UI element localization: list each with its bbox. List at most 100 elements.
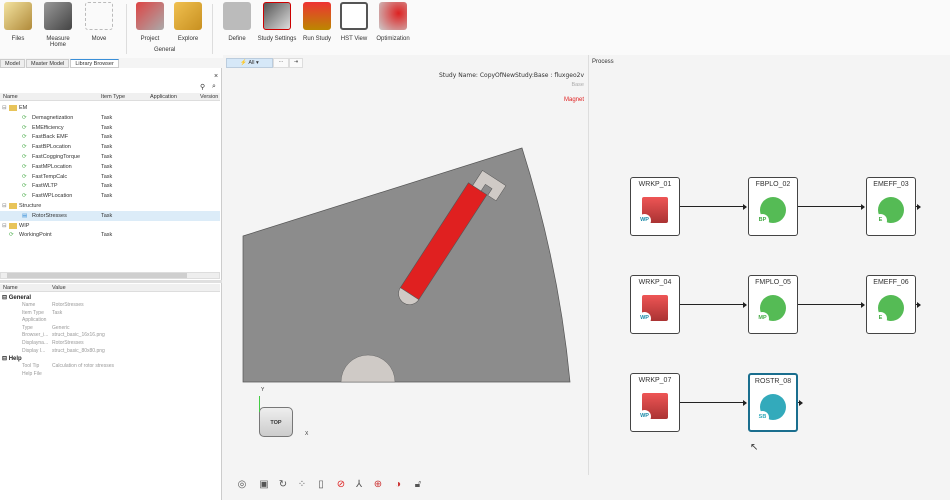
optimization-label: Optimization <box>376 36 410 42</box>
move-button[interactable]: Move <box>77 2 121 42</box>
node-badge: E <box>874 214 887 227</box>
more-button[interactable]: ··· <box>273 58 289 68</box>
run-study-label: Run Study <box>302 36 332 42</box>
legend-base: Base <box>571 82 584 88</box>
col-item-type[interactable]: Item Type <box>101 94 126 100</box>
define-label: Define <box>228 36 246 42</box>
tab-library-browser[interactable]: Library Browser <box>70 59 119 68</box>
filter-dropdown[interactable]: ⚡ All ▾ <box>226 58 273 68</box>
define-button[interactable]: Define <box>215 2 259 42</box>
rotate-icon[interactable]: ↻ <box>278 479 288 490</box>
hst-view-button[interactable]: HST View <box>332 2 376 42</box>
study-settings-button[interactable]: Study Settings <box>255 2 299 42</box>
project-icon <box>136 2 164 30</box>
tree-item-name: FastMPLocation <box>32 163 72 170</box>
display-icon[interactable]: ▯ <box>318 479 324 490</box>
fit-button[interactable]: ⇥ <box>289 58 303 68</box>
move-label: Move <box>91 36 107 42</box>
view-options-icon[interactable]: ◎ <box>237 479 247 490</box>
tab-model[interactable]: Model <box>0 59 25 68</box>
section-icon[interactable]: ◑ <box>394 479 402 490</box>
prop-value: struct_basic_16x16.png <box>52 332 105 339</box>
search-icon[interactable]: ⌕ <box>212 83 216 90</box>
tree-item-name: WIP <box>19 222 30 229</box>
connector-arrow <box>798 203 865 210</box>
node-badge: WP <box>638 214 651 227</box>
connector-arrow <box>680 301 747 308</box>
splitter[interactable] <box>0 280 222 283</box>
camera-icon[interactable]: ▣ <box>259 479 269 490</box>
binoculars-icon[interactable]: ⚲ <box>200 84 206 91</box>
props-section-help[interactable]: ⊟ Help <box>2 356 22 363</box>
mp-task-icon: MP <box>756 295 786 325</box>
node-label: EMEFF_06 <box>873 279 909 286</box>
explore-button[interactable]: Explore <box>166 2 210 42</box>
tree-item[interactable]: ⊟Structure <box>0 201 220 211</box>
view-cube[interactable]: TOP <box>259 407 293 437</box>
graphics-viewport[interactable]: ⚡ All ▾ ··· ⇥ Study Name: CopyOfNewStudy… <box>223 55 588 500</box>
hide-icon[interactable]: ⊘ <box>336 479 346 490</box>
rotor-geometry[interactable] <box>223 55 588 500</box>
tree-item-type: Task <box>101 134 113 141</box>
col-name[interactable]: Name <box>3 94 18 100</box>
run-study-button[interactable]: Run Study <box>295 2 339 42</box>
col-application[interactable]: Application <box>150 94 177 100</box>
files-button[interactable]: Files <box>0 2 40 42</box>
view-cube-face[interactable]: TOP <box>270 420 282 426</box>
task-icon: ⟳ <box>22 134 27 141</box>
task-icon: ⟳ <box>22 124 27 131</box>
prop-value: Calculation of rotor stresses <box>52 363 114 370</box>
study-name: Study Name: CopyOfNewStudy:Base : fluxge… <box>438 72 584 79</box>
expand-icon[interactable]: ⊟ <box>2 203 7 209</box>
expand-icon[interactable]: ⊟ <box>2 222 7 229</box>
project-label: Project <box>140 36 160 42</box>
tree-item-name: FastCoggingTorque <box>32 154 81 160</box>
project-button[interactable]: Project <box>128 2 172 42</box>
section-label: General <box>8 295 32 301</box>
tree-item[interactable]: ⊟EM <box>0 103 220 113</box>
panel-tabs: Model Master Model Library Browser <box>0 59 120 68</box>
axis-icon[interactable]: ⅄ <box>355 479 363 490</box>
prop-name: Display I... <box>22 347 46 354</box>
e-task-icon: E <box>874 197 904 227</box>
expand-icon[interactable]: ⊟ <box>2 105 7 111</box>
node-badge: WP <box>638 312 651 325</box>
y-axis-line <box>259 396 260 412</box>
col-version[interactable]: Version <box>200 94 219 100</box>
tab-master-model[interactable]: Master Model <box>25 59 70 68</box>
connector-arrow <box>798 301 865 308</box>
define-icon <box>223 2 251 30</box>
close-icon[interactable]: × <box>214 73 219 80</box>
props-col-name: Name <box>3 285 18 291</box>
horizontal-scrollbar[interactable] <box>0 272 220 279</box>
optimization-button[interactable]: Optimization <box>368 2 418 42</box>
tree-item[interactable]: ⊟ WIP <box>0 221 220 231</box>
props-section-general[interactable]: ⊟ General <box>2 295 32 301</box>
zoom-icon[interactable]: ⊕ <box>373 479 383 490</box>
lock-icon[interactable]: 🔓︎ <box>414 479 422 490</box>
select-icon[interactable]: ⁘ <box>297 479 307 490</box>
tree-item-type: Task <box>101 193 113 200</box>
prop-name: Name <box>22 302 36 308</box>
